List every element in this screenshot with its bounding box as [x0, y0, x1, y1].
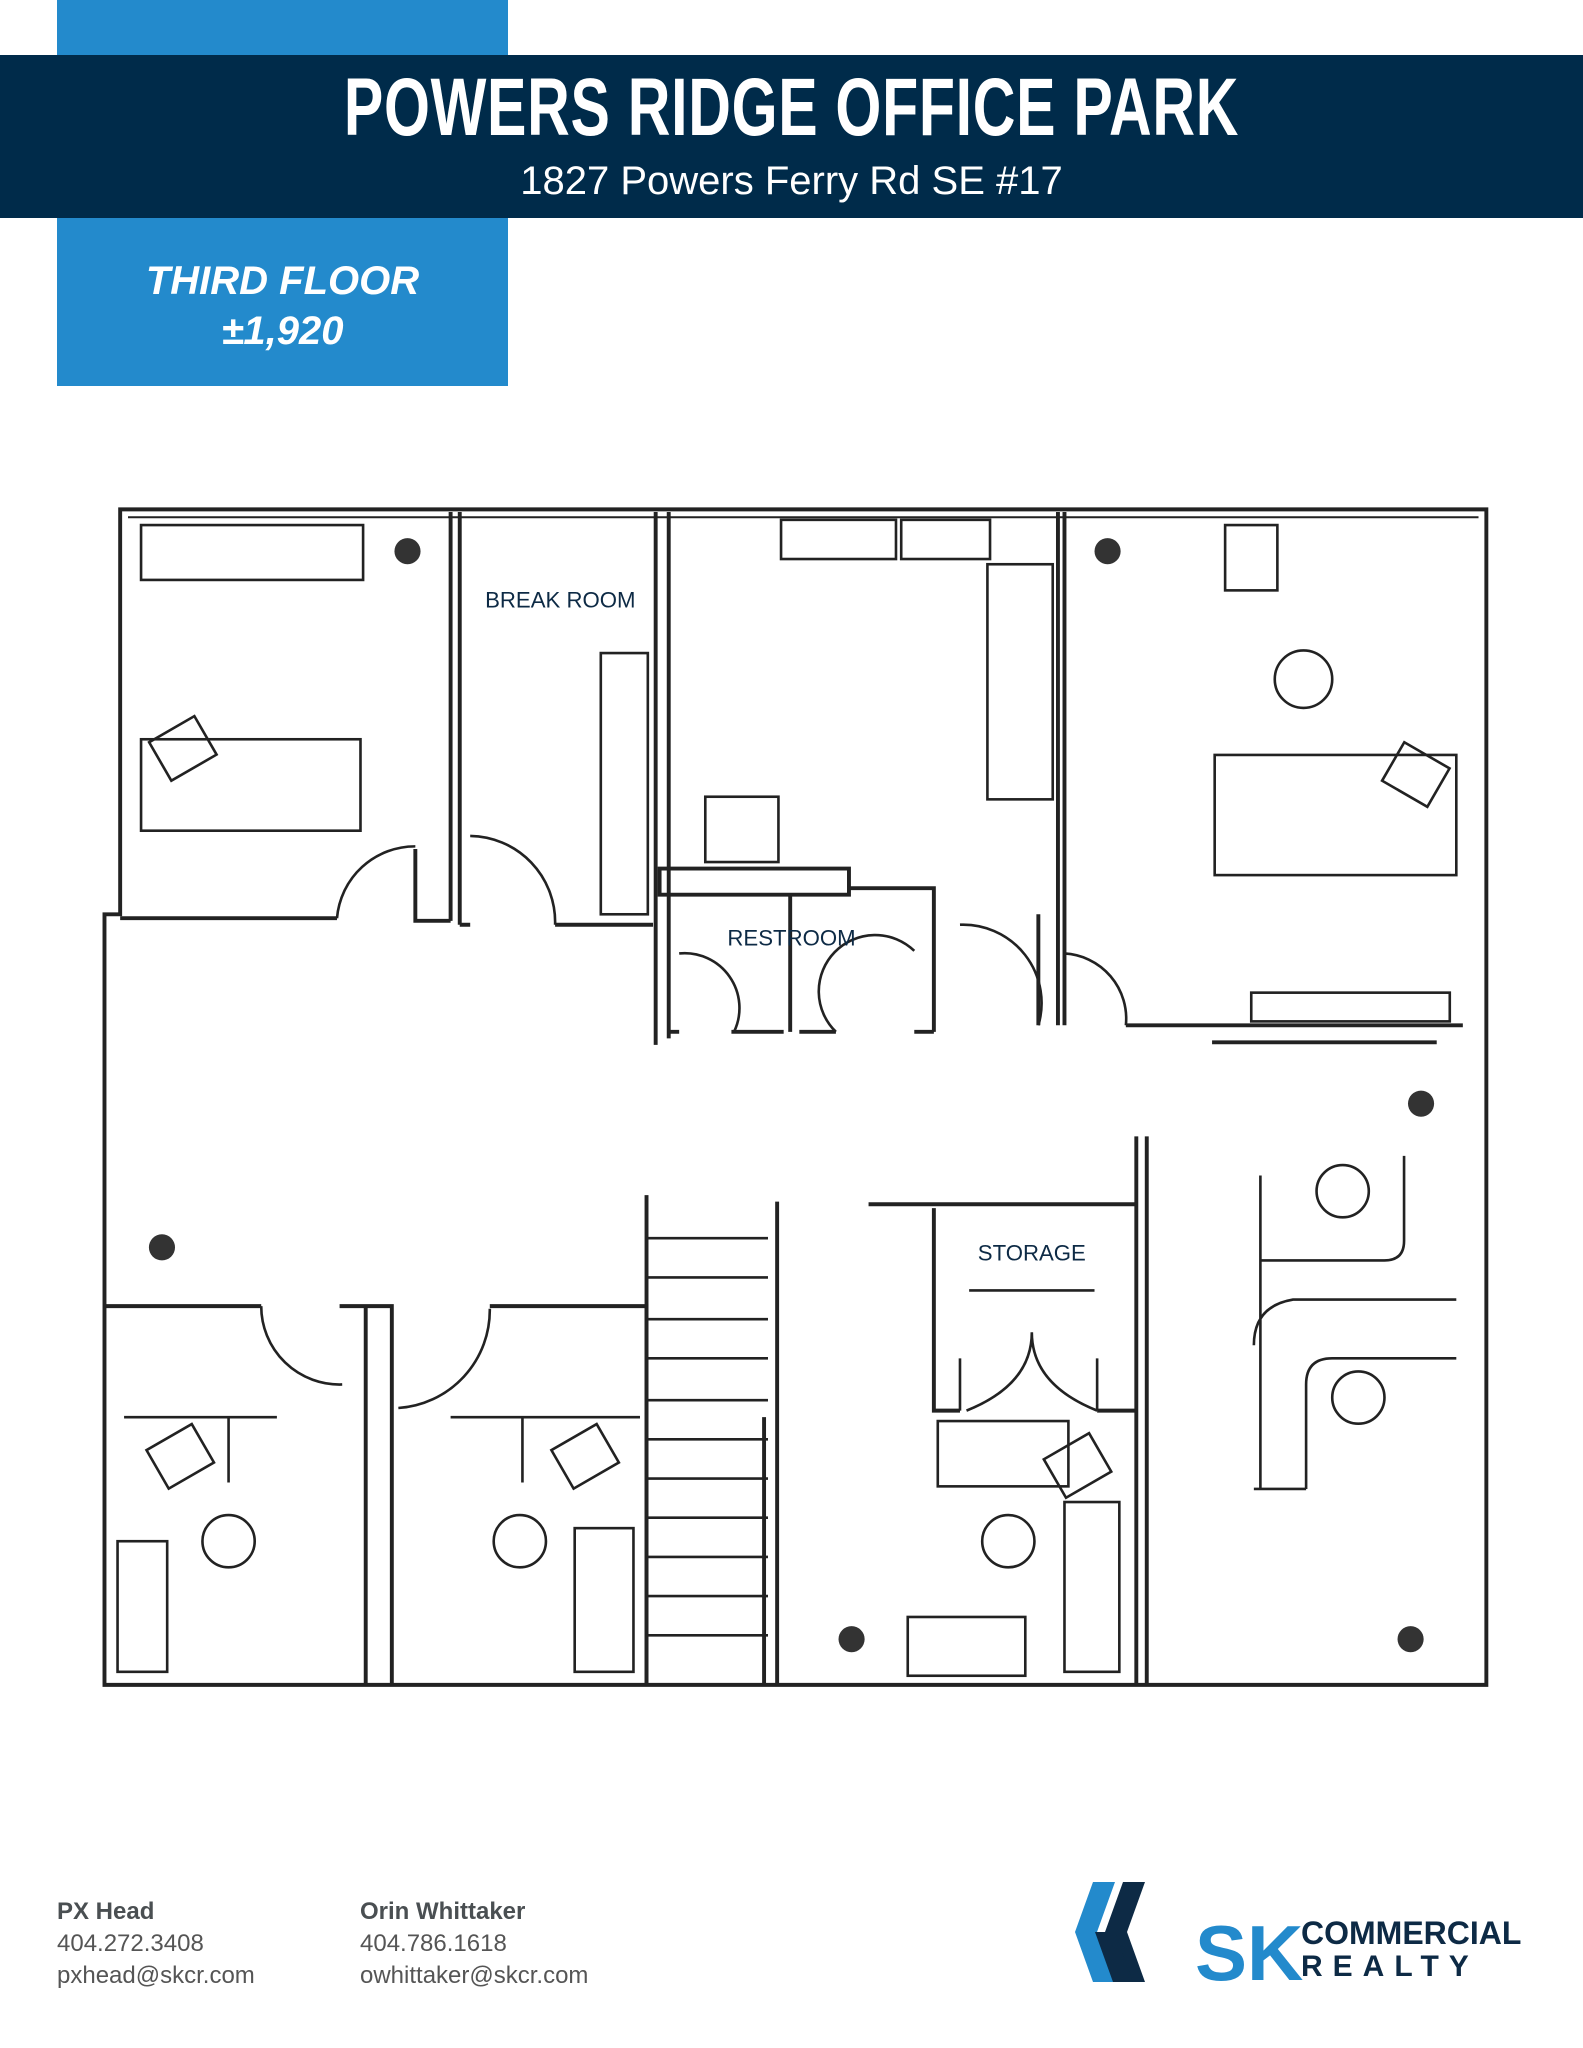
wall — [120, 512, 453, 923]
floor-info: THIRD FLOOR ±1,920 — [57, 256, 508, 356]
wall — [104, 1304, 649, 1685]
room-label-storage: STORAGE — [978, 1240, 1086, 1265]
wall — [666, 512, 1060, 1039]
plant-icon — [838, 1626, 865, 1653]
contact-2: Orin Whittaker 404.786.1618 owhittaker@s… — [360, 1896, 588, 1992]
contact-1: PX Head 404.272.3408 pxhead@skcr.com — [57, 1896, 255, 1992]
contact-name: Orin Whittaker — [360, 1898, 526, 1925]
floor-label: THIRD FLOOR — [145, 259, 420, 303]
sk-commercial-realty-logo: SK COMMERCIAL REALTY — [1075, 1882, 1521, 1984]
plant-icon — [1397, 1626, 1424, 1653]
plant-icon — [1094, 538, 1121, 565]
contact-email[interactable]: owhittaker@skcr.com — [360, 1962, 589, 1989]
logo-line1: COMMERCIAL — [1301, 1915, 1521, 1951]
contact-phone[interactable]: 404.272.3408 — [57, 1930, 204, 1957]
wall — [668, 894, 934, 1034]
room-label-restroom: RESTROOM — [727, 926, 855, 951]
contact-email[interactable]: pxhead@skcr.com — [57, 1962, 255, 1989]
contact-phone[interactable]: 404.786.1618 — [360, 1930, 507, 1957]
header-band — [0, 55, 1583, 218]
wall — [1062, 512, 1463, 1045]
plant-icon — [394, 538, 421, 565]
address: 1827 Powers Ferry Rd SE #17 — [520, 159, 1063, 203]
wall — [657, 866, 936, 1032]
plant-icon — [1407, 1090, 1435, 1117]
contact-name: PX Head — [57, 1898, 155, 1925]
plant-icon — [148, 1234, 176, 1261]
plant-icons — [148, 538, 1435, 1653]
svg-text:SK: SK — [1195, 1909, 1303, 1984]
outer-wall — [102, 507, 1489, 1687]
room-label-break-room: BREAK ROOM — [485, 587, 635, 612]
page-title: POWERS RIDGE OFFICE PARK — [343, 62, 1240, 153]
logo-line2: REALTY — [1301, 1950, 1479, 1983]
wall — [762, 1136, 1139, 1685]
floor-area: ±1,920 — [221, 309, 344, 353]
wall — [457, 512, 658, 1045]
